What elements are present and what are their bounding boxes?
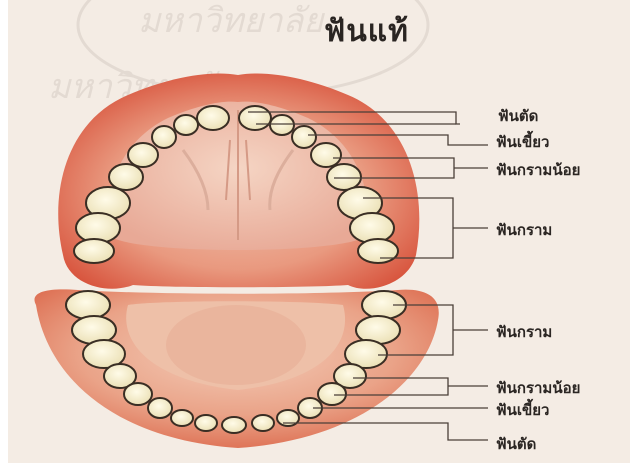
lower-arch bbox=[34, 289, 438, 448]
label-upper-molar: ฟันกราม bbox=[496, 218, 552, 242]
svg-text:มหาวิทยาลัย: มหาวิทยาลัย bbox=[138, 1, 325, 41]
label-lower-molar: ฟันกราม bbox=[496, 320, 552, 344]
page-title: ฟันแท้ bbox=[324, 8, 409, 55]
label-lower-premolar: ฟันกรามน้อย bbox=[496, 376, 580, 400]
label-upper-premolar: ฟันกรามน้อย bbox=[496, 158, 580, 182]
label-upper-canine: ฟันเขี้ยว bbox=[496, 130, 549, 154]
dental-arch-photo: มหาวิทยาลัย มหาวิทยาลัย bbox=[8, 0, 630, 463]
label-lower-canine: ฟันเขี้ยว bbox=[496, 398, 549, 422]
label-upper-incisor: ฟันตัด bbox=[498, 104, 538, 128]
label-lower-incisor: ฟันตัด bbox=[496, 432, 536, 456]
upper-arch bbox=[58, 74, 419, 289]
